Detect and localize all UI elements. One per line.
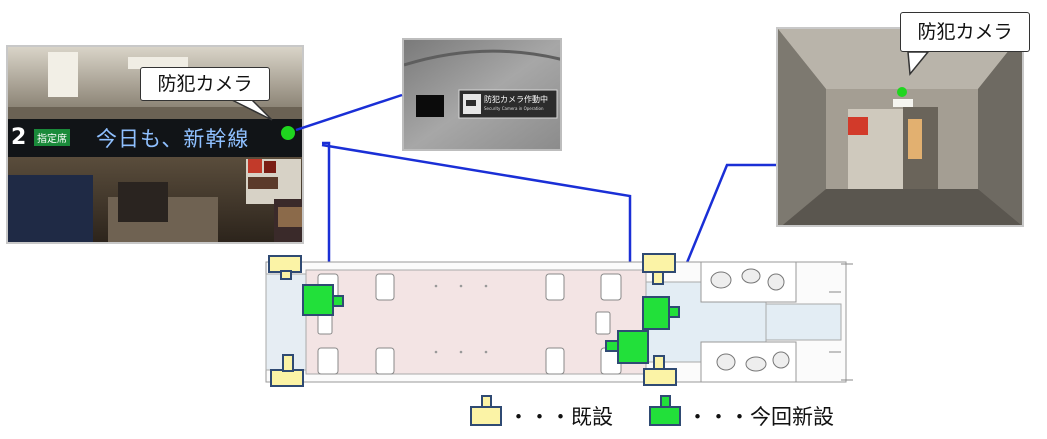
camera-indicator-dot-right — [897, 87, 907, 97]
car-number: 2 — [11, 125, 27, 150]
existing-camera-marker — [642, 253, 676, 273]
vestibule-corridor-photo — [776, 27, 1024, 227]
legend-existing-swatch-top — [481, 395, 492, 408]
right-callout-tail — [907, 51, 930, 76]
new-camera-marker — [302, 284, 334, 316]
reserved-seat-badge: 指定席 — [34, 129, 70, 146]
existing-camera-mount — [282, 354, 294, 372]
camera-indicator-dot — [281, 126, 295, 140]
car-floor-plan — [265, 261, 853, 383]
new-camera-marker — [642, 296, 670, 330]
new-camera-mount — [605, 340, 619, 352]
left-callout-tail — [231, 99, 273, 121]
existing-camera-mount — [653, 355, 665, 370]
existing-camera-mount — [652, 271, 664, 285]
new-camera-marker — [617, 330, 649, 364]
legend-existing-label: ・・・既設 — [508, 405, 613, 429]
legend-new-swatch-top — [660, 395, 671, 408]
camera-lens-cover — [416, 95, 444, 117]
legend-new-swatch — [649, 406, 681, 426]
existing-camera-marker — [643, 368, 677, 386]
camera-sign-label: 防犯カメラ作動中 — [484, 95, 548, 104]
new-camera-mount — [668, 306, 680, 318]
left-camera-callout: 防犯カメラ — [140, 67, 270, 101]
right-camera-callout: 防犯カメラ — [900, 12, 1030, 52]
corridor-illustration — [778, 29, 1022, 225]
new-camera-mount — [332, 295, 344, 307]
camera-sign-sublabel: Security Camera in Operation — [484, 106, 544, 111]
camera-sign-photo: 防犯カメラ作動中 Security Camera in Operation — [402, 38, 562, 151]
existing-camera-mount — [280, 270, 292, 280]
train-interior-illustration — [8, 47, 302, 242]
legend-existing-swatch — [470, 406, 502, 426]
legend-new-label: ・・・今回新設 — [687, 405, 834, 429]
led-display-text: 今日も、新幹線 — [96, 127, 250, 151]
camera-sign-background — [404, 40, 560, 149]
